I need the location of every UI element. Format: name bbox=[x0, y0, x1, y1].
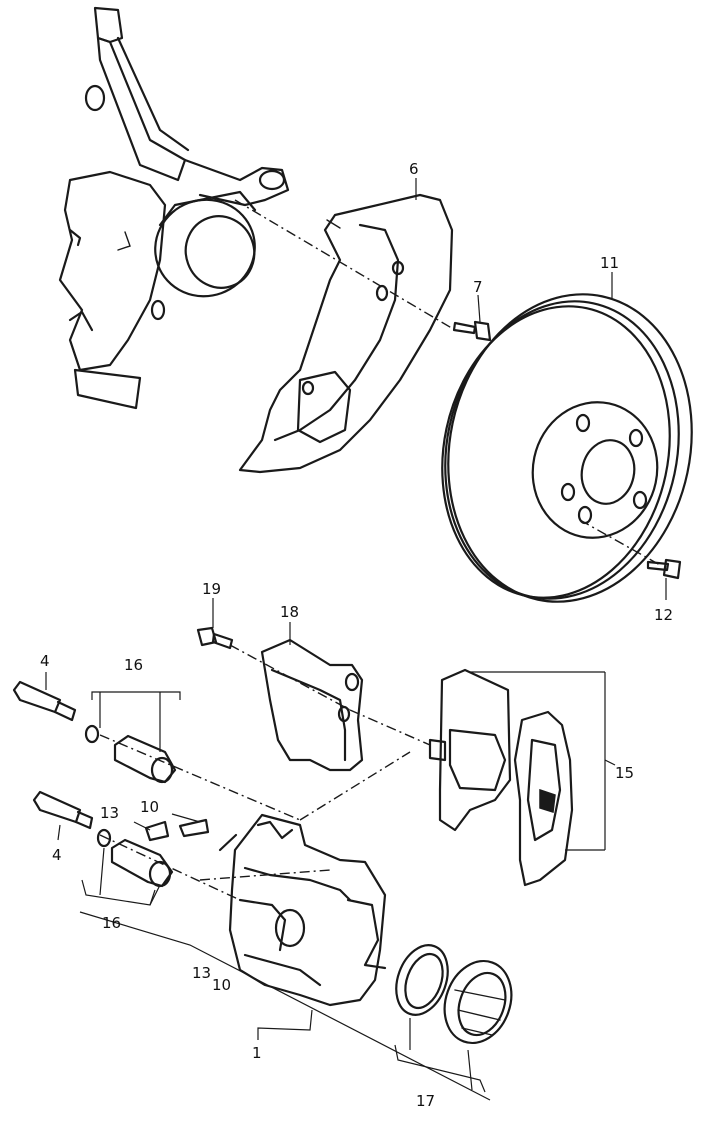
guide-pin-upper bbox=[12, 680, 77, 722]
outer-brake-pad bbox=[513, 710, 574, 887]
callout-12: 12 bbox=[654, 606, 673, 624]
dust-boot bbox=[443, 959, 513, 1045]
screw-12 bbox=[646, 558, 682, 580]
callout-13-upper: 13 bbox=[100, 804, 119, 822]
callout-19: 19 bbox=[202, 580, 221, 598]
callout-15: 15 bbox=[615, 764, 634, 782]
caliper-cover bbox=[260, 638, 364, 772]
callout-labels: 6 7 11 12 19 18 4 16 4 16 13 10 15 13 10… bbox=[40, 160, 673, 1110]
callout-16-lower: 16 bbox=[102, 914, 121, 932]
callout-10-lower: 10 bbox=[212, 976, 231, 994]
callout-4-lower: 4 bbox=[52, 846, 62, 864]
bleeder-valve bbox=[144, 818, 210, 842]
callout-18: 18 bbox=[280, 603, 299, 621]
callout-11: 11 bbox=[600, 254, 619, 272]
assembly-axis-lines bbox=[99, 199, 661, 901]
callout-1: 1 bbox=[252, 1044, 262, 1062]
piston-seal bbox=[395, 944, 449, 1016]
inner-brake-pad bbox=[428, 668, 512, 832]
bushing-upper bbox=[84, 724, 177, 784]
guide-pin-lower bbox=[32, 790, 94, 830]
bolt-19 bbox=[196, 626, 234, 650]
caliper-housing bbox=[218, 813, 387, 1007]
callout-7: 7 bbox=[473, 278, 483, 296]
brake-disc bbox=[441, 293, 693, 603]
callout-17: 17 bbox=[416, 1092, 435, 1110]
callout-leaders bbox=[45, 178, 667, 1101]
callout-13-lower: 13 bbox=[192, 964, 211, 982]
callout-6: 6 bbox=[409, 160, 419, 178]
splash-shield bbox=[238, 193, 454, 474]
callout-16-upper: 16 bbox=[124, 656, 143, 674]
bushing-lower bbox=[96, 828, 174, 888]
steering-knuckle bbox=[58, 6, 290, 410]
bolt-7 bbox=[452, 320, 492, 342]
callout-10-upper: 10 bbox=[140, 798, 159, 816]
callout-4-upper: 4 bbox=[40, 652, 50, 670]
